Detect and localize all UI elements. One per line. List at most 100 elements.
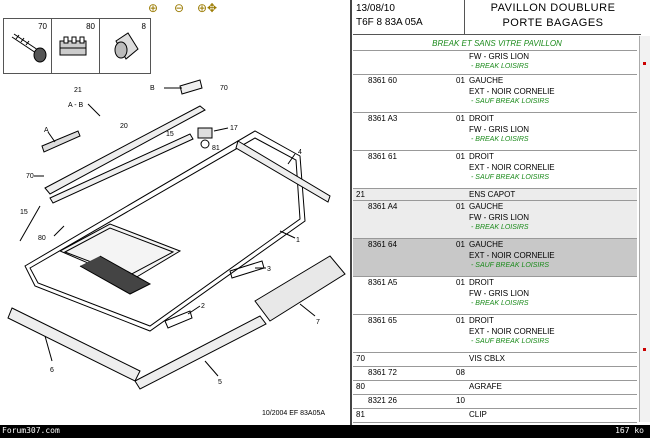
clip-icon: [59, 36, 87, 56]
part-description: DROIT: [469, 114, 494, 123]
table-row[interactable]: 8361 72 08: [353, 366, 637, 380]
part-description: FW - GRIS LION: [469, 213, 529, 222]
quantity: 01: [456, 316, 465, 325]
part-reference: 8361 A5: [368, 278, 398, 287]
table-row[interactable]: 21 ENS CAPOT: [353, 188, 637, 200]
variant-note: - SAUF BREAK LOISIRS: [471, 174, 550, 181]
file-size: 167 ko: [615, 426, 644, 435]
table-row[interactable]: 8361 65 01 DROIT EXT - NOIR CORNELIE - SAUF …: [353, 314, 637, 352]
variant-note: - BREAK LOISIRS: [471, 300, 529, 307]
item-number: 21: [356, 190, 365, 199]
forum-watermark: Forum307.com: [2, 426, 60, 435]
callout: 17: [230, 125, 238, 132]
section-subtitle: BREAK ET SANS VITRE PAVILLON: [432, 39, 562, 48]
variant-note: - BREAK LOISIRS: [471, 63, 529, 70]
part-description: GAUCHE: [469, 76, 504, 85]
callout: 80: [38, 235, 46, 242]
part-description: CLIP: [469, 410, 487, 419]
part-description: EXT - NOIR CORNELIE: [469, 251, 555, 260]
zoom-out-icon[interactable]: ⊖: [173, 1, 185, 15]
part-description: DROIT: [469, 152, 494, 161]
table-row[interactable]: 81 CLIP: [353, 408, 637, 422]
callout: B: [150, 85, 155, 92]
variant-note: - SAUF BREAK LOISIRS: [471, 338, 550, 345]
table-row[interactable]: FW - GRIS LION - BREAK LOISIRS: [353, 50, 637, 74]
callout: 2: [201, 303, 205, 310]
callout: A - B: [68, 102, 84, 109]
callout: 4: [298, 149, 302, 156]
variant-note: - SAUF BREAK LOISIRS: [471, 262, 550, 269]
part-reference: 8321 26: [368, 396, 397, 405]
thumb-screw[interactable]: 70: [4, 19, 52, 73]
part-description: ENS CAPOT: [469, 190, 516, 199]
callout: 81: [212, 145, 220, 152]
part-description: FW - GRIS LION: [469, 289, 529, 298]
parts-header: 13/08/10 T6F 8 83A 05A PAVILLON DOUBLURE…: [353, 0, 641, 35]
header-reference: T6F 8 83A 05A: [356, 17, 423, 28]
zoom-in-icon[interactable]: ⊕: [147, 1, 159, 15]
quantity: 01: [456, 202, 465, 211]
thumb-cap[interactable]: 8: [100, 19, 150, 73]
table-row[interactable]: 8361 60 01 GAUCHE EXT - NOIR CORNELIE - SAUF…: [353, 74, 637, 112]
quantity: 01: [456, 76, 465, 85]
table-row[interactable]: 70 VIS CBLX: [353, 352, 637, 366]
diagram-reference: 10/2004 EF 83A05A: [262, 410, 326, 417]
variant-note: - BREAK LOISIRS: [471, 136, 529, 143]
part-reference: 8361 72: [368, 368, 397, 377]
callout: 70: [26, 173, 34, 180]
header-date: 13/08/10: [356, 3, 395, 14]
callout: 70: [220, 85, 228, 92]
callout: 3: [267, 266, 271, 273]
part-reference: 8361 A4: [368, 202, 398, 211]
thumb-label: 70: [38, 22, 47, 31]
part-description: GAUCHE: [469, 240, 504, 249]
table-row[interactable]: 8321 26 10: [353, 394, 637, 408]
diagram-panel: ⊕ ⊖ ⊕✥ 70 80: [3, 0, 352, 438]
part-description: EXT - NOIR CORNELIE: [469, 163, 555, 172]
scrollbar[interactable]: [639, 36, 650, 422]
zoom-fit-icon[interactable]: ⊕✥: [196, 1, 218, 15]
quantity: 01: [456, 240, 465, 249]
variant-note: - SAUF BREAK LOISIRS: [471, 98, 550, 105]
part-description: EXT - NOIR CORNELIE: [469, 327, 555, 336]
quantity: 01: [456, 152, 465, 161]
parts-panel: 13/08/10 T6F 8 83A 05A PAVILLON DOUBLURE…: [353, 0, 650, 438]
cap-icon: [114, 32, 139, 60]
exploded-view-diagram: 21 A - B B 70 20 15 17 81 4 A 70 15 80 1…: [7, 79, 346, 390]
screw-icon: [11, 33, 47, 63]
thumb-label: 8: [141, 22, 146, 31]
item-number: 70: [356, 354, 365, 363]
status-bar: Forum307.com 167 ko: [0, 425, 650, 438]
part-reference: 8361 64: [368, 240, 397, 249]
thumb-clip[interactable]: 80: [52, 19, 100, 73]
callout: 21: [74, 87, 82, 94]
part-thumbnails: 70 80 8: [3, 18, 151, 74]
item-number: 80: [356, 382, 365, 391]
part-description: FW - GRIS LION: [469, 125, 529, 134]
callout: 20: [120, 123, 128, 130]
part-reference: 8361 65: [368, 316, 397, 325]
part-description: VIS CBLX: [469, 354, 506, 363]
part-description: DROIT: [469, 316, 494, 325]
item-number: 81: [356, 410, 365, 419]
zoom-toolbar: ⊕ ⊖ ⊕✥: [140, 0, 260, 16]
thumb-label: 80: [86, 22, 95, 31]
quantity: 10: [456, 396, 465, 405]
part-description: EXT - NOIR CORNELIE: [469, 87, 555, 96]
quantity: 01: [456, 114, 465, 123]
callout: A: [44, 127, 49, 134]
table-row[interactable]: 8361 64 01 GAUCHE EXT - NOIR CORNELIE - SAUF…: [353, 238, 637, 276]
part-reference: 8361 60: [368, 76, 397, 85]
header-title-line2: PORTE BAGAGES: [502, 17, 604, 29]
table-row[interactable]: 8361 A3 01 DROIT FW - GRIS LION - BREAK LOIS…: [353, 112, 637, 150]
part-reference: 8361 A3: [368, 114, 398, 123]
part-description: DROIT: [469, 278, 494, 287]
part-description: FW - GRIS LION: [469, 52, 529, 61]
quantity: 08: [456, 368, 465, 377]
callout: 15: [20, 209, 28, 216]
